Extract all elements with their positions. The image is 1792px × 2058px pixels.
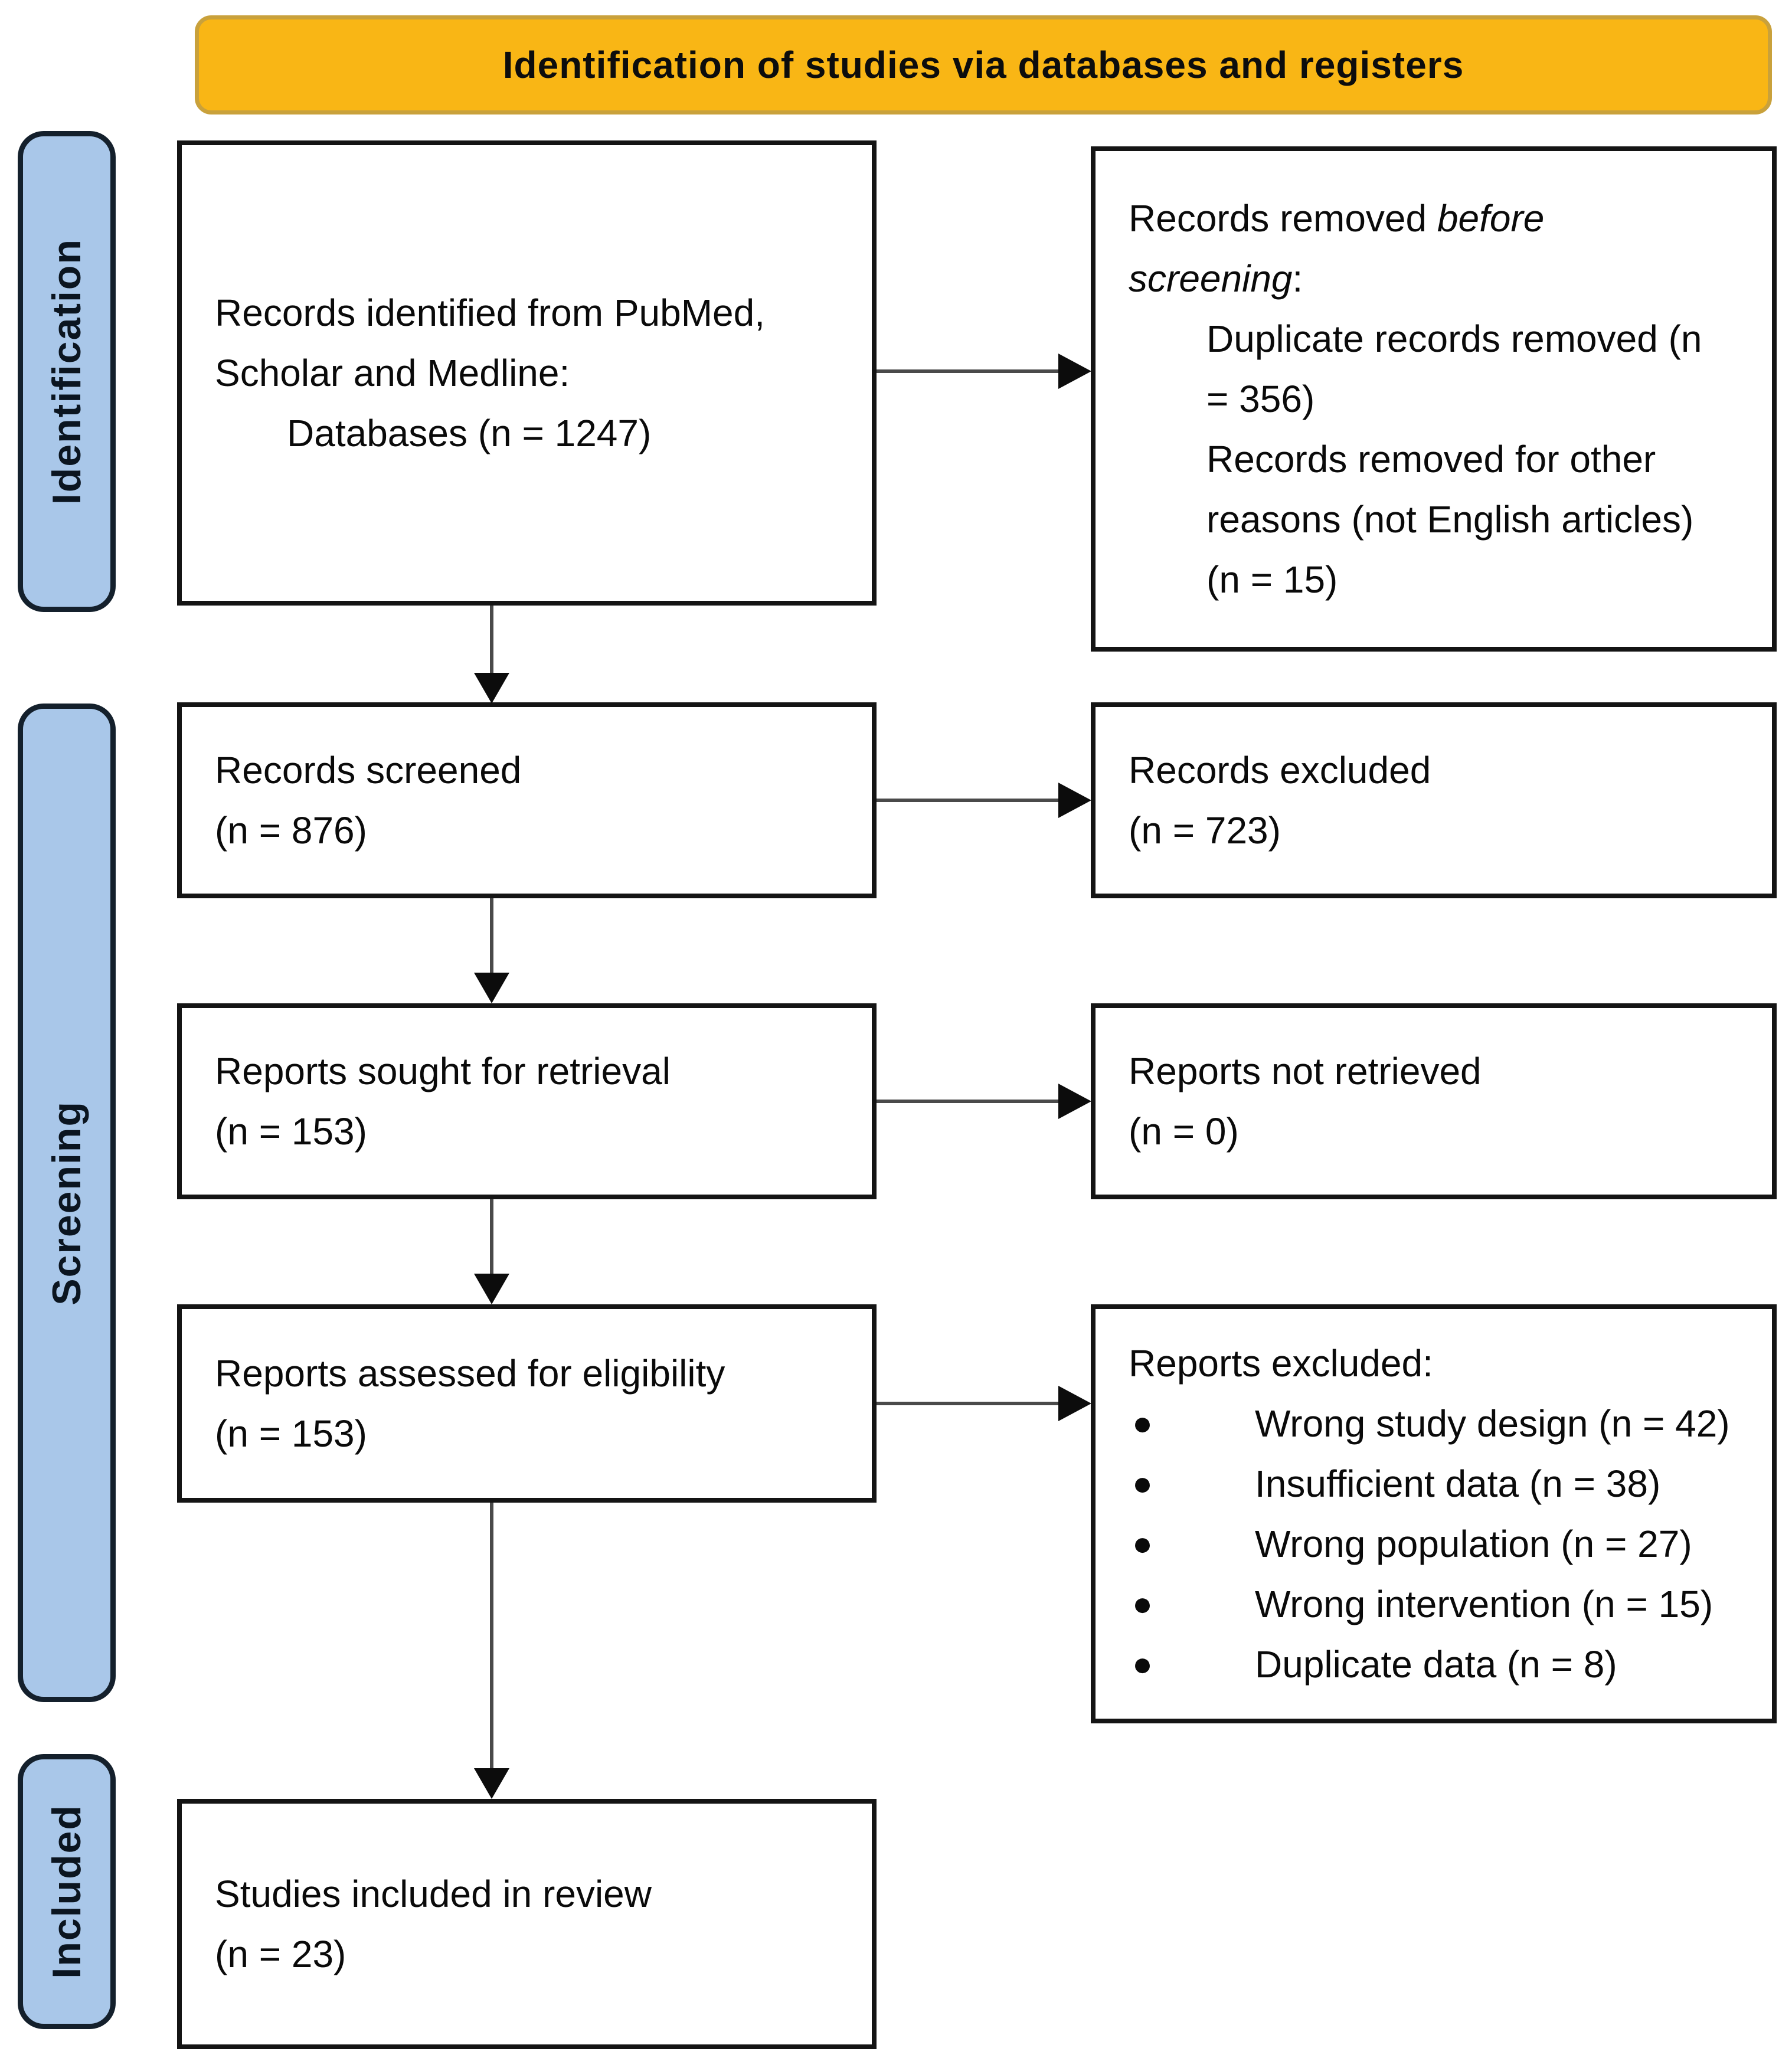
studies-included-line-2: (n = 23) — [215, 1933, 346, 1975]
records-excluded-line-1: Records excluded — [1129, 749, 1431, 791]
studies-included-line-1: Studies included in review — [215, 1873, 652, 1915]
connector-screened-to-excluded — [877, 799, 1059, 802]
box-records-identified: Records identified from PubMed, Scholar … — [177, 140, 877, 606]
reports-excluded-heading: Reports excluded: — [1129, 1342, 1433, 1385]
box-reports-excluded: Reports excluded: ● Wrong study design (n… — [1091, 1304, 1777, 1723]
reports-not-retrieved-line-2: (n = 0) — [1129, 1110, 1239, 1153]
box-reports-not-retrieved: Reports not retrieved (n = 0) — [1091, 1003, 1777, 1199]
records-screened-line-2: (n = 876) — [215, 809, 367, 852]
box-records-removed-before-screening: Records removed before screening: Duplic… — [1091, 146, 1777, 652]
reports-assessed-line-1: Reports assessed for eligibility — [215, 1352, 725, 1395]
bullet-icon: ● — [1132, 1464, 1153, 1503]
reports-not-retrieved-line-1: Reports not retrieved — [1129, 1050, 1482, 1092]
bullet-icon: ● — [1132, 1585, 1153, 1623]
diagram-title-banner: Identification of studies via databases … — [195, 15, 1772, 114]
arrowhead-down-icon — [474, 973, 509, 1003]
stage-label-screening: Screening — [18, 704, 116, 1702]
duplicate-records-removed-line-2: = 356) — [1206, 378, 1315, 420]
arrowhead-right-icon — [1058, 354, 1091, 389]
arrowhead-right-icon — [1058, 783, 1091, 818]
box-records-screened: Records screened (n = 876) — [177, 702, 877, 898]
records-removed-head2-italic: screening — [1129, 257, 1293, 300]
arrowhead-down-icon — [474, 1768, 509, 1799]
records-removed-heading-line-2: screening: — [1129, 248, 1751, 309]
stage-label-identification: Identification — [18, 131, 116, 612]
stage-label-included: Included — [18, 1754, 116, 2029]
records-removed-heading-line-1: Records removed before — [1129, 188, 1751, 248]
reports-sought-line-1: Reports sought for retrieval — [215, 1050, 671, 1092]
box-studies-included: Studies included in review (n = 23) — [177, 1799, 877, 2049]
arrowhead-down-icon — [474, 1274, 509, 1304]
reports-excluded-item: ● Wrong intervention (n = 15) — [1129, 1574, 1751, 1634]
connector-identified-to-removed — [877, 369, 1059, 373]
records-excluded-line-2: (n = 723) — [1129, 809, 1281, 852]
records-removed-other-line-2: reasons (not English articles) — [1206, 498, 1694, 541]
bullet-icon: ● — [1132, 1404, 1153, 1442]
duplicate-records-removed-line-1: Duplicate records removed (n — [1206, 318, 1702, 360]
records-removed-head-italic: before — [1437, 197, 1545, 240]
reports-excluded-item: ● Wrong population (n = 27) — [1129, 1514, 1751, 1574]
arrowhead-right-icon — [1058, 1084, 1091, 1119]
stage-label-screening-text: Screening — [44, 1100, 89, 1306]
records-removed-other-line-3: (n = 15) — [1206, 558, 1338, 601]
reports-excluded-item: ● Insufficient data (n = 38) — [1129, 1454, 1751, 1514]
reports-excluded-item: ● Duplicate data (n = 8) — [1129, 1634, 1751, 1694]
reports-sought-line-2: (n = 153) — [215, 1110, 367, 1153]
box-records-excluded: Records excluded (n = 723) — [1091, 702, 1777, 898]
connector-assessed-to-included — [490, 1503, 493, 1772]
reports-excluded-item-text: Wrong study design (n = 42) — [1255, 1402, 1730, 1445]
connector-screened-to-sought — [490, 898, 493, 976]
records-removed-other-line-1: Records removed for other — [1206, 438, 1656, 480]
connector-sought-to-assessed — [490, 1199, 493, 1277]
stage-label-included-text: Included — [44, 1804, 89, 1979]
records-identified-line-1: Records identified from PubMed, — [215, 292, 765, 334]
records-screened-line-1: Records screened — [215, 749, 522, 791]
arrowhead-right-icon — [1058, 1386, 1091, 1421]
reports-excluded-item-text: Duplicate data (n = 8) — [1255, 1643, 1617, 1686]
connector-identified-to-screened — [490, 606, 493, 678]
arrowhead-down-icon — [474, 673, 509, 704]
connector-assessed-to-reports-excluded — [877, 1402, 1059, 1405]
bullet-icon: ● — [1132, 1524, 1153, 1563]
box-reports-sought: Reports sought for retrieval (n = 153) — [177, 1003, 877, 1199]
reports-assessed-line-2: (n = 153) — [215, 1412, 367, 1455]
diagram-title: Identification of studies via databases … — [502, 44, 1464, 86]
reports-excluded-item-text: Wrong intervention (n = 15) — [1255, 1583, 1713, 1625]
records-identified-line-3: Databases (n = 1247) — [287, 412, 652, 454]
bullet-icon: ● — [1132, 1645, 1153, 1683]
connector-sought-to-not-retrieved — [877, 1100, 1059, 1103]
reports-excluded-item-text: Wrong population (n = 27) — [1255, 1523, 1692, 1565]
reports-excluded-item: ● Wrong study design (n = 42) — [1129, 1393, 1751, 1454]
reports-excluded-item-text: Insufficient data (n = 38) — [1255, 1462, 1661, 1505]
records-identified-line-2: Scholar and Medline: — [215, 352, 570, 394]
box-reports-assessed: Reports assessed for eligibility (n = 15… — [177, 1304, 877, 1503]
records-removed-head2-regular: : — [1292, 257, 1303, 300]
stage-label-identification-text: Identification — [44, 238, 89, 505]
records-removed-head-regular: Records removed — [1129, 197, 1437, 240]
